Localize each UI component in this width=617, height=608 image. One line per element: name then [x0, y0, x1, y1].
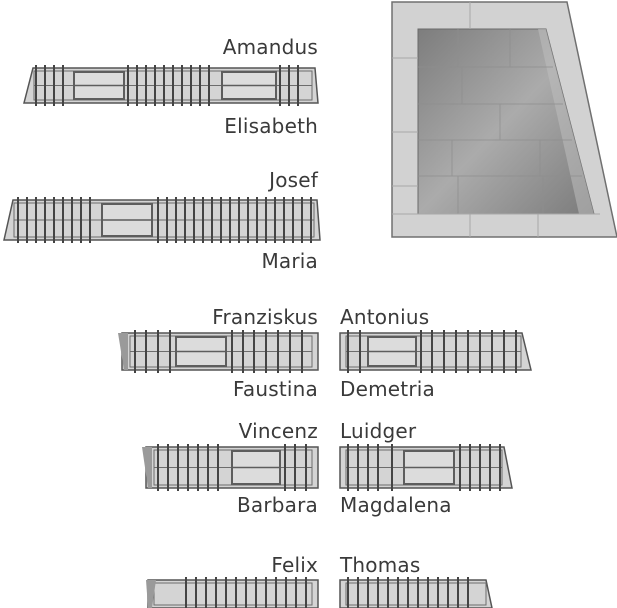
name-label-thomas: Thomas [340, 553, 421, 577]
grave-slab-felix-outline [147, 579, 319, 608]
grave-slab-thomas-outline [339, 579, 493, 608]
name-label-maria: Maria [261, 249, 318, 273]
name-label-josef: Josef [269, 168, 318, 192]
name-label-magdalena: Magdalena [340, 493, 452, 517]
grave-slab-luidger [339, 444, 513, 491]
floor-outer-tile-lines [392, 2, 600, 237]
grave-slab-vincenz [145, 444, 319, 491]
grave-slab-antonius [339, 330, 532, 373]
name-label-franziskus: Franziskus [212, 305, 318, 329]
name-label-amandus: Amandus [222, 35, 318, 59]
name-label-elisabeth: Elisabeth [224, 114, 318, 138]
grave-slab-vincenz-edge [142, 447, 152, 488]
floor-tile-lines [418, 29, 582, 214]
grave-slab-josef [3, 197, 321, 243]
floor-inner-side [538, 29, 594, 214]
name-label-luidger: Luidger [340, 419, 417, 443]
grave-slab-felix [147, 577, 319, 608]
name-label-demetria: Demetria [340, 377, 435, 401]
name-label-faustina: Faustina [233, 377, 318, 401]
floor-area [391, 1, 617, 238]
grave-slabs [3, 65, 532, 608]
name-label-barbara: Barbara [236, 493, 318, 517]
grave-slab-franziskus-edge [118, 333, 128, 370]
grave-slab-thomas [339, 577, 493, 608]
grave-slab-amandus [23, 65, 319, 106]
grave-slab-franziskus [121, 330, 319, 373]
name-label-vincenz: Vincenz [238, 419, 318, 443]
name-label-felix: Felix [271, 553, 318, 577]
name-label-antonius: Antonius [340, 305, 430, 329]
grave-slab-felix-edge [146, 580, 156, 608]
grave-slab-thomas-rail [345, 582, 487, 606]
